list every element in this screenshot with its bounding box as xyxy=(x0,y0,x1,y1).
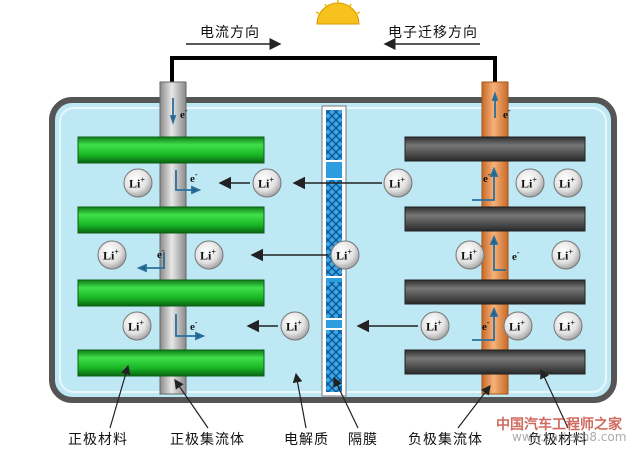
lithium-ion: Li+ xyxy=(551,240,581,270)
lithium-ion: Li+ xyxy=(97,240,127,270)
electron-label: e- xyxy=(190,318,198,333)
electrolyte-label: 电解质 xyxy=(284,432,329,448)
electron-path-arrows xyxy=(136,91,506,341)
lithium-ion: Li+ xyxy=(383,168,413,198)
lithium-ion: Li+ xyxy=(194,240,224,270)
lithium-ion: Li+ xyxy=(420,311,450,341)
watermark-url: www.cartech8.com xyxy=(512,430,627,444)
lithium-ion: Li+ xyxy=(455,240,485,270)
lithium-ion: Li+ xyxy=(252,168,282,198)
external-wire xyxy=(170,56,497,85)
electron-label: e- xyxy=(190,170,198,185)
electron-label: e- xyxy=(180,106,188,121)
ion-migration-arrows xyxy=(218,176,418,333)
lithium-ion: Li+ xyxy=(122,311,152,341)
lithium-ion: Li+ xyxy=(515,168,545,198)
electron-label: e- xyxy=(503,106,511,121)
anode-material xyxy=(404,136,586,375)
lithium-ion: Li+ xyxy=(280,311,310,341)
current-direction-label: 电流方向 xyxy=(200,25,260,41)
cathode-collector xyxy=(159,81,187,395)
cathode-material xyxy=(77,136,265,377)
lithium-ion: Li+ xyxy=(123,168,153,198)
separator-label: 隔膜 xyxy=(348,432,378,448)
electron-labels: e-e-e-e-e-e-e-e- xyxy=(157,106,520,333)
cathode-material-label: 正极材料 xyxy=(68,432,128,448)
lithium-ions: Li+ Li+ Li+ Li+ Li+ Li+ Li+ Li+ Li+ Li+ Li+ Li+ Li+ L… xyxy=(97,168,583,341)
watermark-title: 中国汽车工程师之家 xyxy=(496,417,622,433)
electron-label: e- xyxy=(483,170,491,185)
anode-material-label: 负极材料 xyxy=(528,432,588,448)
lithium-ion: Li+ xyxy=(553,168,583,198)
lithium-ion: Li+ xyxy=(553,311,583,341)
label-pointers xyxy=(109,364,569,429)
anode-collector-label: 负极集流体 xyxy=(408,432,483,448)
electron-label: e- xyxy=(482,318,490,333)
cathode-collector-label: 正极集流体 xyxy=(170,432,245,448)
electron-direction-label: 电子迁移方向 xyxy=(388,25,478,41)
lithium-ion: Li+ xyxy=(503,311,533,341)
lithium-ion: Li+ xyxy=(330,240,360,270)
sun-icon xyxy=(315,0,361,25)
electron-label: e- xyxy=(157,246,165,261)
electron-label: e- xyxy=(512,248,520,263)
